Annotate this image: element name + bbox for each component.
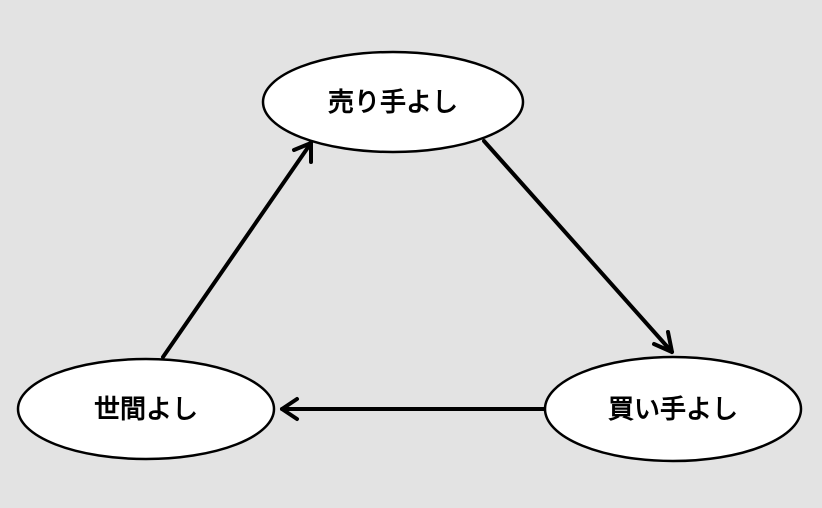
node-seller-label: 売り手よし [328, 88, 458, 118]
node-society-label: 世間よし [94, 395, 198, 425]
node-buyer: 買い手よし [543, 355, 803, 463]
edge-society-to-seller [161, 141, 313, 359]
edge-buyer-to-society [280, 397, 547, 421]
edge-seller-to-buyer [482, 139, 674, 354]
node-society: 世間よし [16, 357, 276, 461]
node-seller: 売り手よし [261, 50, 525, 154]
node-buyer-label: 買い手よし [608, 395, 738, 425]
